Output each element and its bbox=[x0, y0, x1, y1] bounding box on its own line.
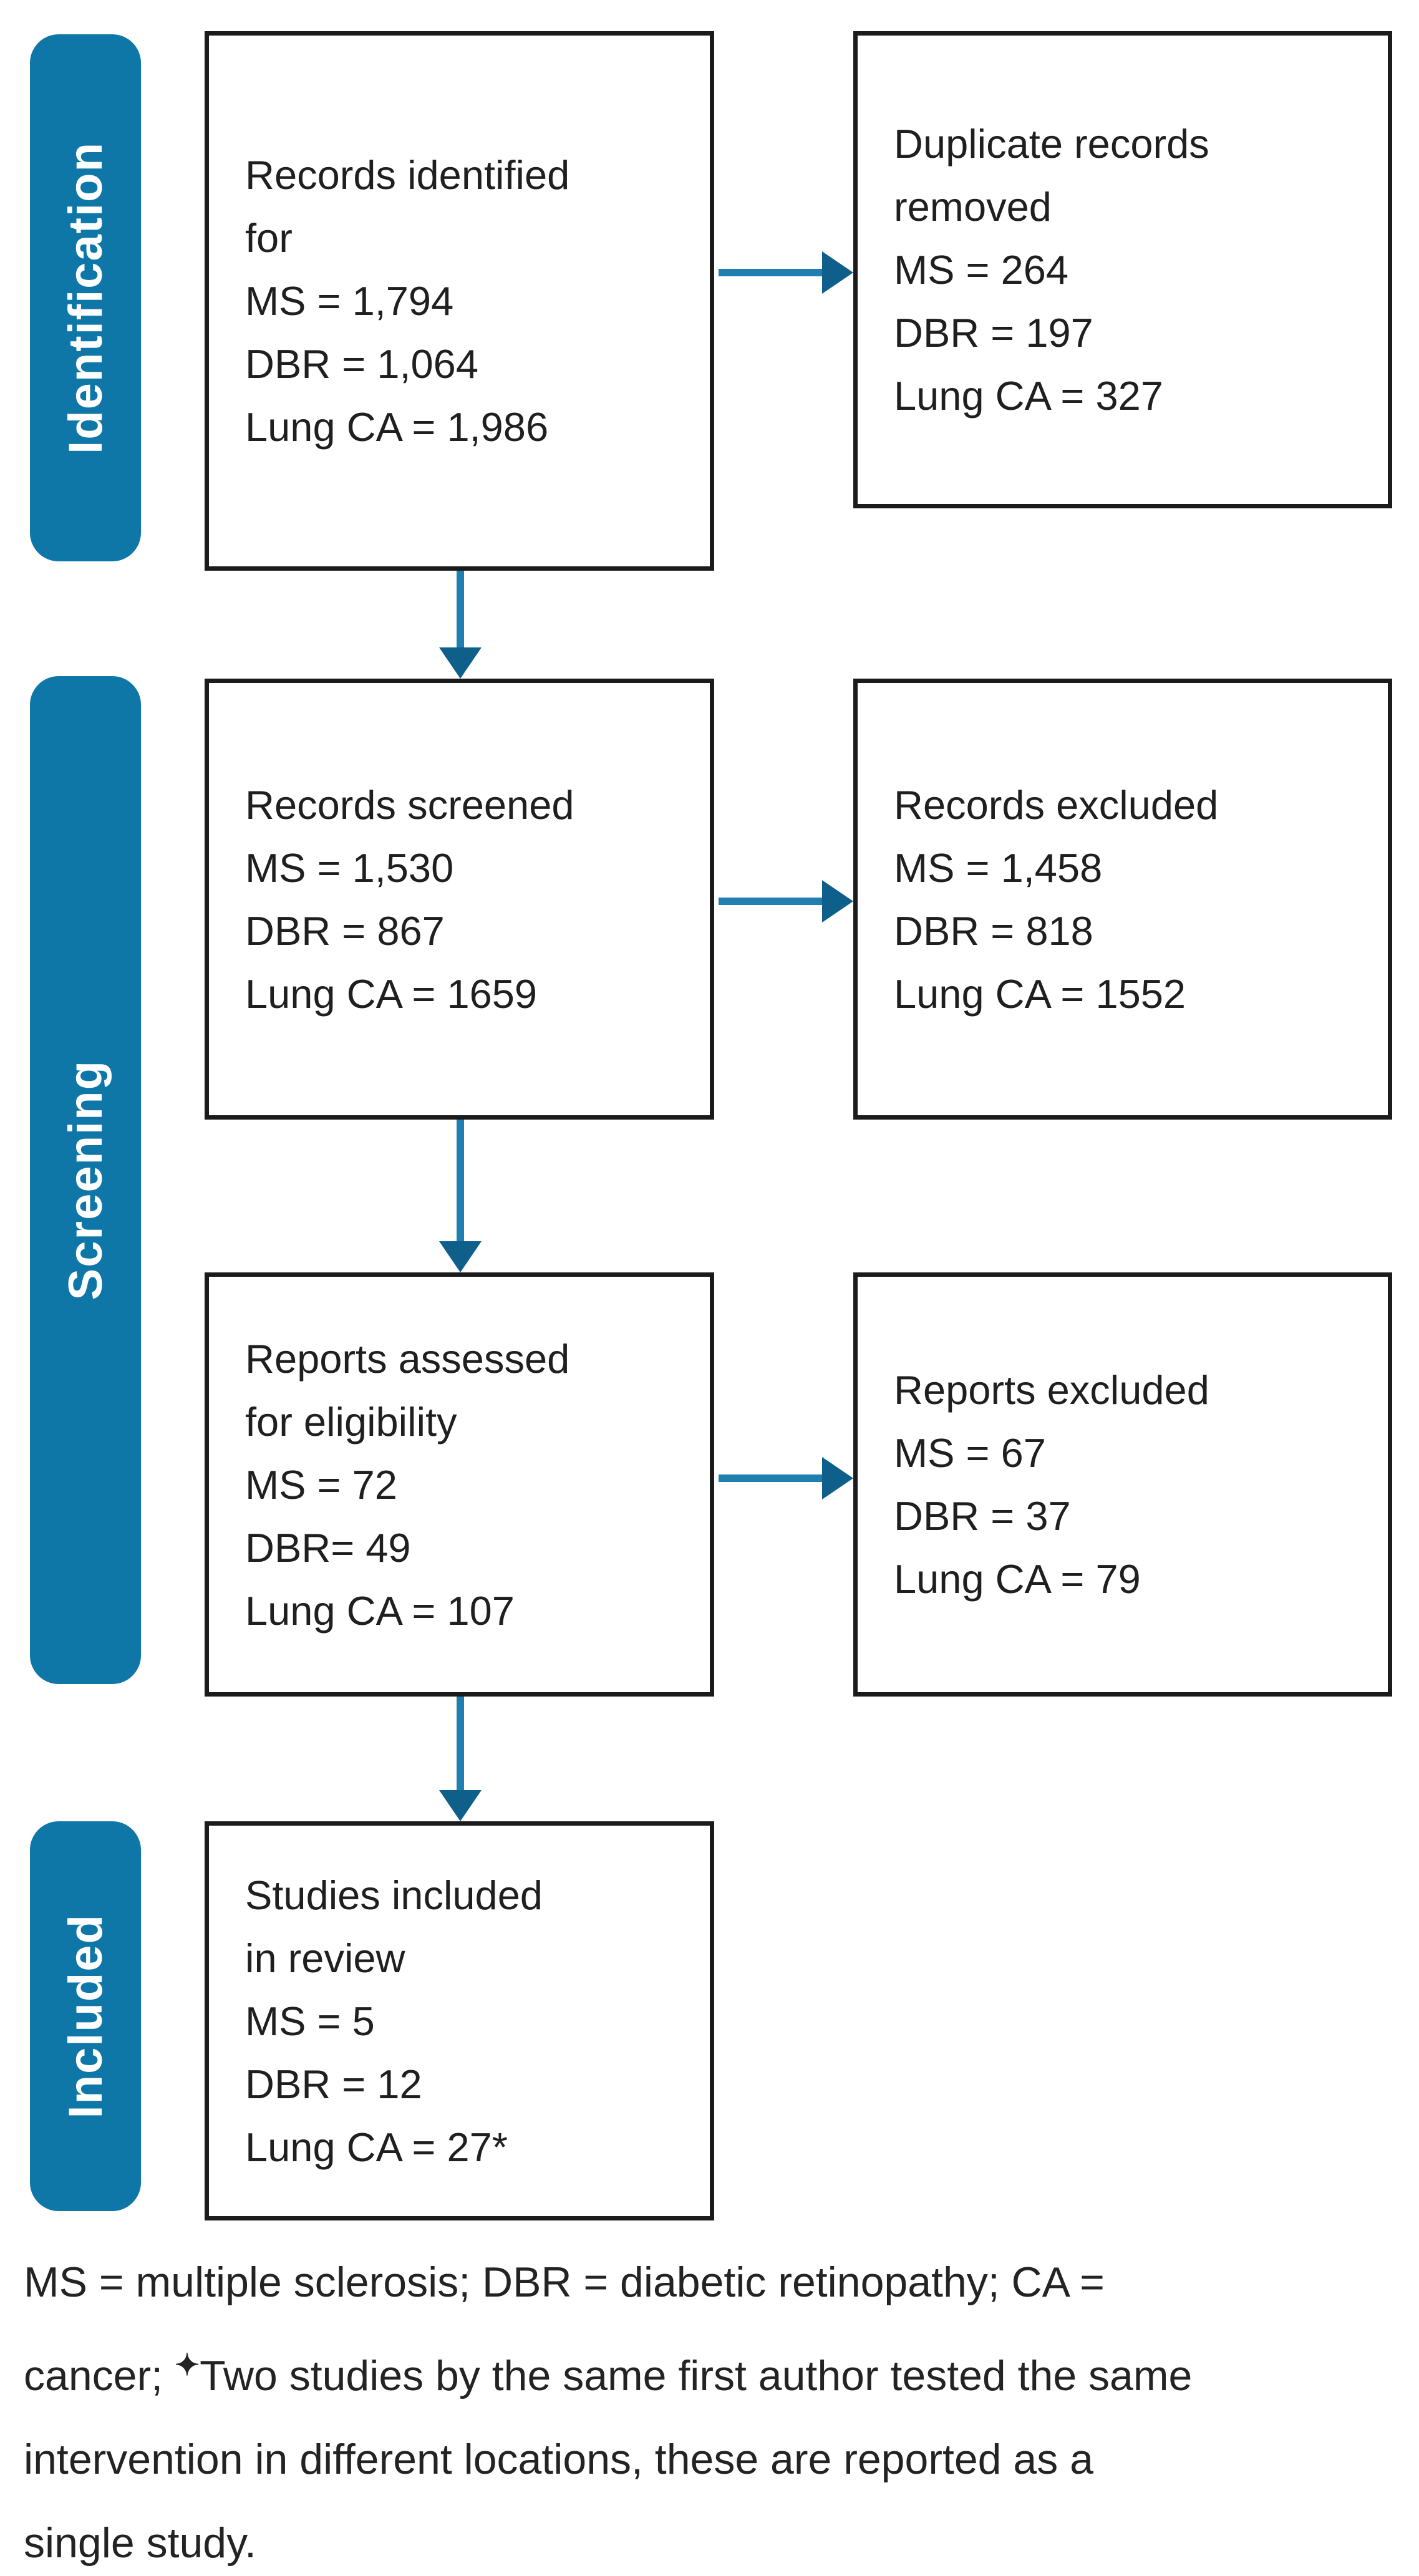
box-line: Duplicate records bbox=[894, 121, 1209, 167]
arrow-shaft bbox=[719, 269, 823, 276]
box-line: Lung CA = 1552 bbox=[894, 971, 1186, 1017]
arrow-down-icon bbox=[439, 1120, 482, 1272]
flow-box-duplicates-removed: Duplicate records removed MS = 264 DBR =… bbox=[853, 31, 1392, 508]
footnote-line-1: MS = multiple sclerosis; DBR = diabetic … bbox=[24, 2259, 1105, 2306]
box-line: Lung CA = 1659 bbox=[245, 971, 538, 1017]
footnote-line-2-pre: cancer; bbox=[24, 2352, 175, 2399]
box-line: MS = 1,530 bbox=[245, 845, 454, 891]
stage-label-identification: Identification bbox=[30, 34, 141, 561]
flow-box-records-excluded: Records excluded MS = 1,458 DBR = 818 Lu… bbox=[853, 679, 1392, 1120]
arrow-head bbox=[439, 1241, 482, 1272]
stage-label-included: Included bbox=[30, 1821, 141, 2211]
arrow-down-icon bbox=[439, 571, 482, 679]
arrow-head bbox=[439, 1790, 482, 1821]
box-line: MS = 264 bbox=[894, 247, 1069, 293]
box-line: DBR = 867 bbox=[245, 908, 445, 954]
stage-label-screening: Screening bbox=[30, 676, 141, 1684]
footnote-line-2-post: Two studies by the same first author tes… bbox=[200, 2352, 1193, 2399]
box-line: Reports excluded bbox=[894, 1367, 1209, 1413]
box-line: Lung CA = 327 bbox=[894, 373, 1163, 419]
arrow-right-icon bbox=[719, 1457, 853, 1499]
box-line: for bbox=[245, 215, 293, 261]
stage-label-included-text: Included bbox=[59, 1914, 112, 2119]
stage-label-identification-text: Identification bbox=[59, 142, 112, 454]
box-line: MS = 67 bbox=[894, 1430, 1046, 1476]
box-line: DBR = 37 bbox=[894, 1493, 1071, 1539]
box-line: Records identified bbox=[245, 152, 570, 198]
box-line: Studies included bbox=[245, 1872, 543, 1918]
flow-box-records-screened: Records screened MS = 1,530 DBR = 867 Lu… bbox=[205, 679, 714, 1120]
footnote-line-2: cancer; ✦Two studies by the same first a… bbox=[24, 2324, 1408, 2418]
flow-box-studies-included: Studies included in review MS = 5 DBR = … bbox=[205, 1821, 714, 2220]
box-line: removed bbox=[894, 184, 1052, 230]
box-line: MS = 72 bbox=[245, 1461, 397, 1508]
arrow-right-icon bbox=[719, 251, 853, 294]
flow-box-reports-excluded: Reports excluded MS = 67 DBR = 37 Lung C… bbox=[853, 1272, 1392, 1697]
arrow-head bbox=[439, 647, 482, 679]
arrow-right-icon bbox=[719, 880, 853, 922]
box-line: for eligibility bbox=[245, 1398, 457, 1445]
box-line: MS = 1,458 bbox=[894, 845, 1103, 891]
arrow-down-icon bbox=[439, 1697, 482, 1821]
arrow-shaft bbox=[457, 1120, 464, 1242]
arrow-head bbox=[822, 251, 853, 294]
box-line: DBR= 49 bbox=[245, 1524, 411, 1571]
footnote-line-3: intervention in different locations, the… bbox=[24, 2436, 1093, 2483]
box-line: MS = 5 bbox=[245, 1998, 375, 2044]
box-line: Lung CA = 79 bbox=[894, 1556, 1141, 1602]
stage-label-screening-text: Screening bbox=[59, 1060, 112, 1300]
box-line: Lung CA = 107 bbox=[245, 1587, 515, 1634]
arrow-shaft bbox=[457, 571, 464, 649]
arrow-shaft bbox=[457, 1697, 464, 1791]
box-line: DBR = 12 bbox=[245, 2061, 422, 2107]
box-line: Records screened bbox=[245, 782, 574, 828]
box-line: DBR = 197 bbox=[894, 310, 1093, 356]
arrow-shaft bbox=[719, 1474, 823, 1482]
box-line: Reports assessed bbox=[245, 1335, 570, 1382]
box-line: DBR = 818 bbox=[894, 908, 1093, 954]
arrow-head bbox=[822, 1457, 853, 1499]
arrow-shaft bbox=[719, 898, 823, 905]
box-line: Lung CA = 27* bbox=[245, 2124, 508, 2170]
box-line: Records excluded bbox=[894, 782, 1219, 828]
footnote: MS = multiple sclerosis; DBR = diabetic … bbox=[24, 2240, 1408, 2576]
footnote-star-marker: ✦ bbox=[174, 2349, 200, 2382]
flow-box-records-identified: Records identified for MS = 1,794 DBR = … bbox=[205, 31, 714, 571]
arrow-head bbox=[822, 880, 853, 922]
box-line: MS = 1,794 bbox=[245, 278, 454, 324]
footnote-line-4: single study. bbox=[24, 2519, 256, 2567]
box-line: Lung CA = 1,986 bbox=[245, 404, 549, 450]
flow-box-reports-assessed: Reports assessed for eligibility MS = 72… bbox=[205, 1272, 714, 1697]
box-line: in review bbox=[245, 1935, 405, 1981]
box-line: DBR = 1,064 bbox=[245, 341, 478, 387]
